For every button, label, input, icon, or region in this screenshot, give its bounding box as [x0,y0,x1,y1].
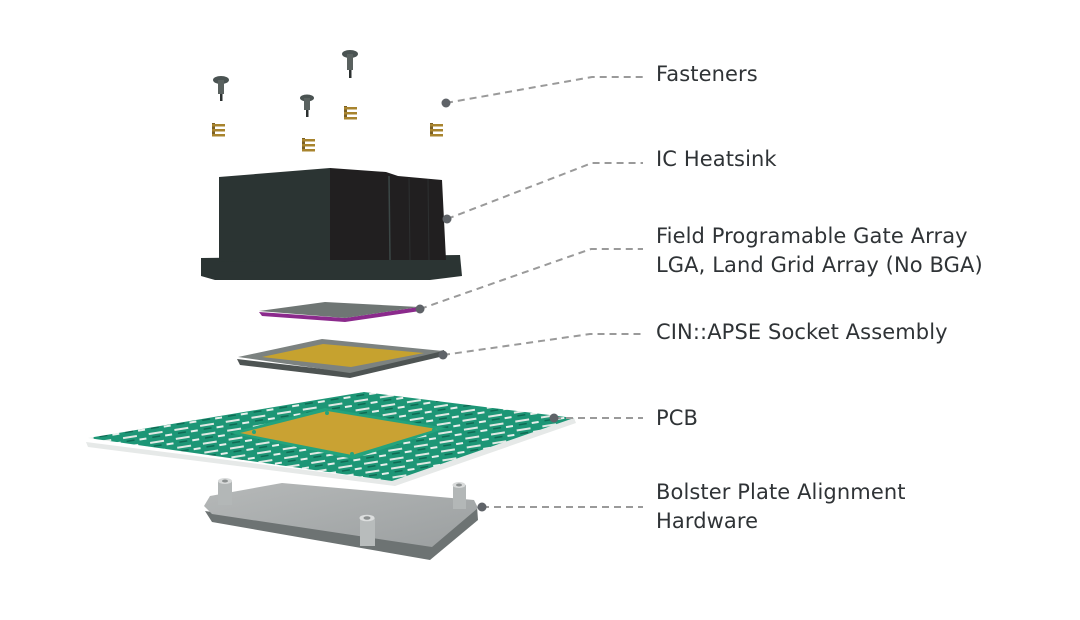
leader-dot-pcb [549,413,559,423]
heatsink-base [201,255,462,280]
label-line: Bolster Plate Alignment [656,480,906,504]
leader-line-fasteners [445,76,643,104]
label-fasteners: Fasteners [656,60,758,89]
alignment-pin [452,482,466,509]
leader-dot-bolster-plate [477,502,487,512]
alignment-pin [359,514,375,546]
label-line: Hardware [656,509,759,533]
bolster-plate [204,478,478,560]
screw [342,50,358,78]
label-line: LGA, Land Grid Array (No BGA) [656,253,983,277]
leader-dot-ic-heatsink [442,214,452,224]
leader-line-fpga [419,248,643,310]
fasteners [212,50,443,152]
heatsink-body [219,168,330,262]
pcb-center-pad [240,411,437,455]
label-ic-heatsink: IC Heatsink [656,145,777,174]
spring [212,123,225,137]
leader-lines [415,76,643,512]
alignment-pin [218,478,232,505]
label-line: Fasteners [656,62,758,86]
leader-line-ic-heatsink [446,162,643,220]
fpga-chip [259,302,420,322]
label-line: Field Programable Gate Array [656,224,968,248]
label-pcb: PCB [656,404,698,433]
leader-line-socket-assembly [442,333,643,356]
spring [302,138,315,152]
socket-pad [262,344,424,367]
fpga-chip-top [259,302,419,318]
pcb [86,392,576,486]
screw [300,94,314,117]
label-line: PCB [656,406,699,430]
spring [344,106,357,120]
socket-frame-side [237,350,444,378]
pcb-edge [86,418,576,486]
label-line: CIN::APSE Socket Assembly [656,320,948,344]
leader-dot-socket-assembly [438,350,448,360]
screw [213,76,229,101]
ic-heatsink [201,168,462,280]
leader-dot-fasteners [441,98,451,108]
label-bolster-plate: Bolster Plate Alignment Hardware [656,478,906,536]
fpga-chip-edge [259,307,420,322]
label-line: IC Heatsink [656,147,777,171]
heatsink-fins [330,168,446,260]
label-fpga: Field Programable Gate Array LGA, Land G… [656,222,983,280]
socket-assembly [237,339,444,378]
label-socket-assembly: CIN::APSE Socket Assembly [656,318,948,347]
bolster-plate-top [204,483,478,547]
leader-dot-fpga [415,304,425,314]
spring [430,123,443,137]
